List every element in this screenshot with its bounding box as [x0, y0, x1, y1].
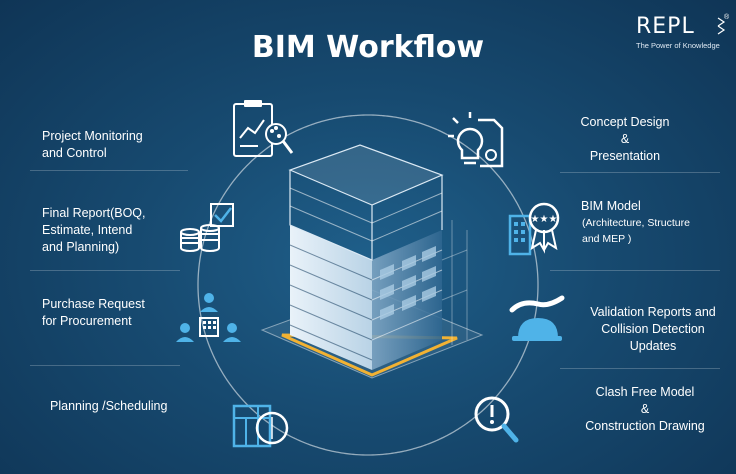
coins-checklist-icon: [180, 203, 234, 252]
step-final-report-label: Final Report(BOQ, Estimate, Intend and P…: [42, 206, 146, 254]
idea-document-icon: [448, 112, 504, 168]
schedule-plan-icon: [232, 404, 289, 448]
logo-tagline: The Power of Knowledge: [636, 41, 720, 50]
repl-logo: REPL ® The Power of Knowledge: [636, 14, 732, 60]
svg-text:★★★: ★★★: [531, 214, 558, 225]
step-bim-model-detail: (Architecture, Structure and MEP ): [582, 217, 690, 245]
logo-wordmark: REPL: [636, 14, 695, 39]
page-title: BIM Workflow: [251, 30, 485, 65]
certified-building-icon: ★★★: [508, 202, 560, 256]
report-chart-icon: [233, 100, 294, 157]
step-validation-label: Validation Reports and Collision Detecti…: [590, 305, 716, 353]
divider-left-2: [30, 270, 180, 271]
procurement-people-icon: [176, 293, 241, 342]
step-purchase-request-label: Purchase Request for Procurement: [42, 297, 145, 328]
building-illustration: [260, 144, 484, 379]
step-clash-free-label: Clash Free Model & Construction Drawing: [585, 385, 705, 433]
step-concept-design-label: Concept Design & Presentation: [580, 115, 670, 163]
hardhat-hand-icon: [509, 295, 565, 341]
logo-registered-mark: ®: [724, 14, 730, 21]
divider-left-3: [30, 365, 180, 366]
divider-right-2: [550, 270, 720, 271]
magnify-alert-icon: [474, 396, 519, 443]
divider-right-1: [560, 172, 720, 173]
divider-left-1: [30, 170, 188, 171]
divider-right-3: [560, 368, 720, 369]
logo-chevron-icon: [717, 17, 726, 35]
step-project-monitoring-label: Project Monitoring and Control: [42, 129, 143, 160]
step-bim-model-title: BIM Model: [581, 199, 641, 213]
step-planning-label: Planning /Scheduling: [50, 399, 168, 413]
